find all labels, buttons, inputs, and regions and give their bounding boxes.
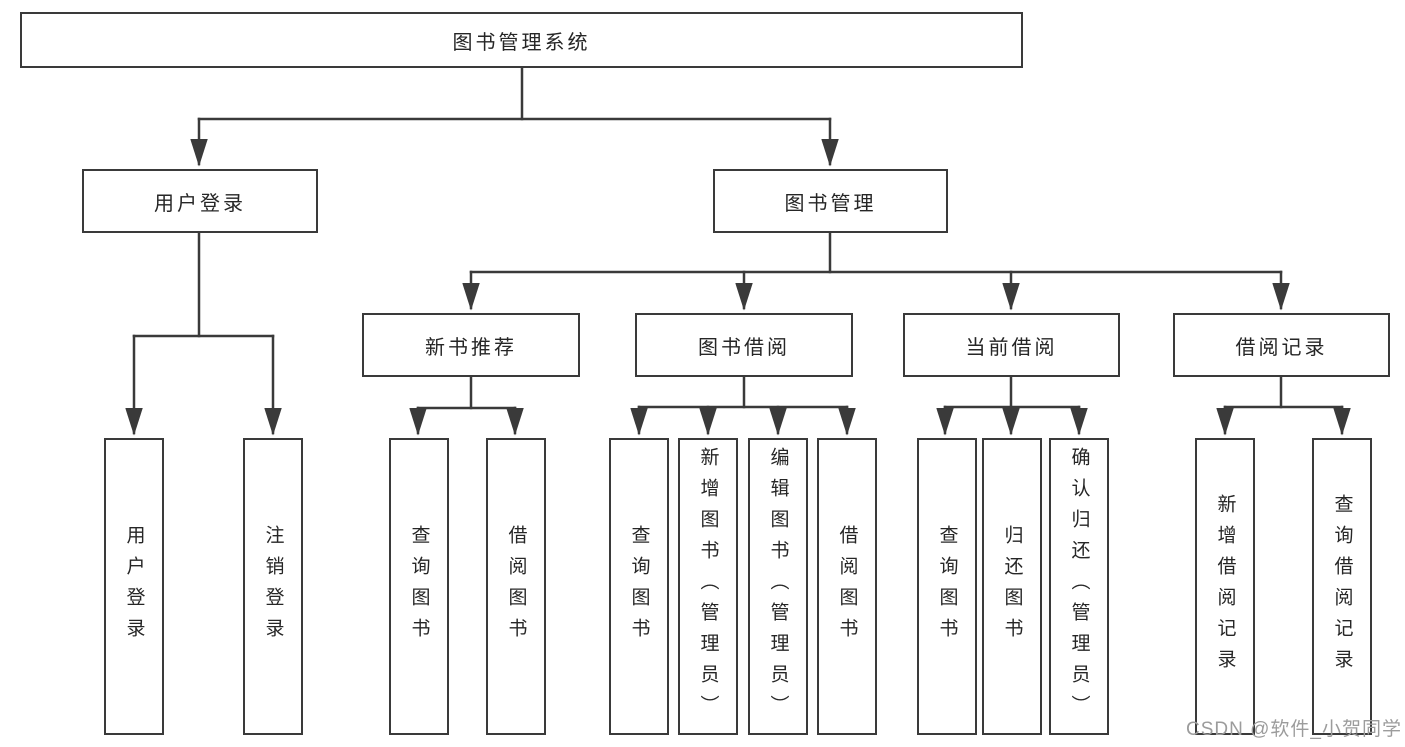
leaf-borrow-book: 借阅图书: [817, 438, 877, 735]
node-book-management: 图书管理: [713, 169, 948, 233]
connector-borrow-records: [1216, 375, 1351, 436]
leaf-add-borrow-record: 新增借阅记录: [1195, 438, 1255, 735]
leaf-query-book-current: 查询图书: [917, 438, 977, 735]
node-borrow-records: 借阅记录: [1173, 313, 1390, 377]
connector-current-borrow: [936, 375, 1088, 436]
node-new-book-recommend: 新书推荐: [362, 313, 580, 377]
node-root-system: 图书管理系统: [20, 12, 1023, 68]
connector-book-borrow: [630, 375, 856, 436]
leaf-query-book-recommend: 查询图书: [389, 438, 449, 735]
leaf-edit-book-admin: 编辑图书（管理员）: [748, 438, 808, 735]
leaf-borrow-book-recommend: 借阅图书: [486, 438, 546, 735]
connector-user-login: [125, 231, 282, 436]
leaf-logout-login: 注销登录: [243, 438, 303, 735]
watermark: CSDN @软件_小贺同学: [1186, 719, 1402, 740]
leaf-query-borrow-record: 查询借阅记录: [1312, 438, 1372, 735]
connector-book-management: [462, 231, 1290, 311]
leaf-query-book-borrow: 查询图书: [609, 438, 669, 735]
node-book-borrow: 图书借阅: [635, 313, 853, 377]
connector-new-book-recommend: [409, 375, 524, 436]
leaf-add-book-admin: 新增图书（管理员）: [678, 438, 738, 735]
leaf-return-book: 归还图书: [982, 438, 1042, 735]
leaf-confirm-return-admin: 确认归还（管理员）: [1049, 438, 1109, 735]
connector-root: [190, 66, 839, 167]
node-current-borrow: 当前借阅: [903, 313, 1120, 377]
node-user-login: 用户登录: [82, 169, 318, 233]
leaf-user-login: 用户登录: [104, 438, 164, 735]
